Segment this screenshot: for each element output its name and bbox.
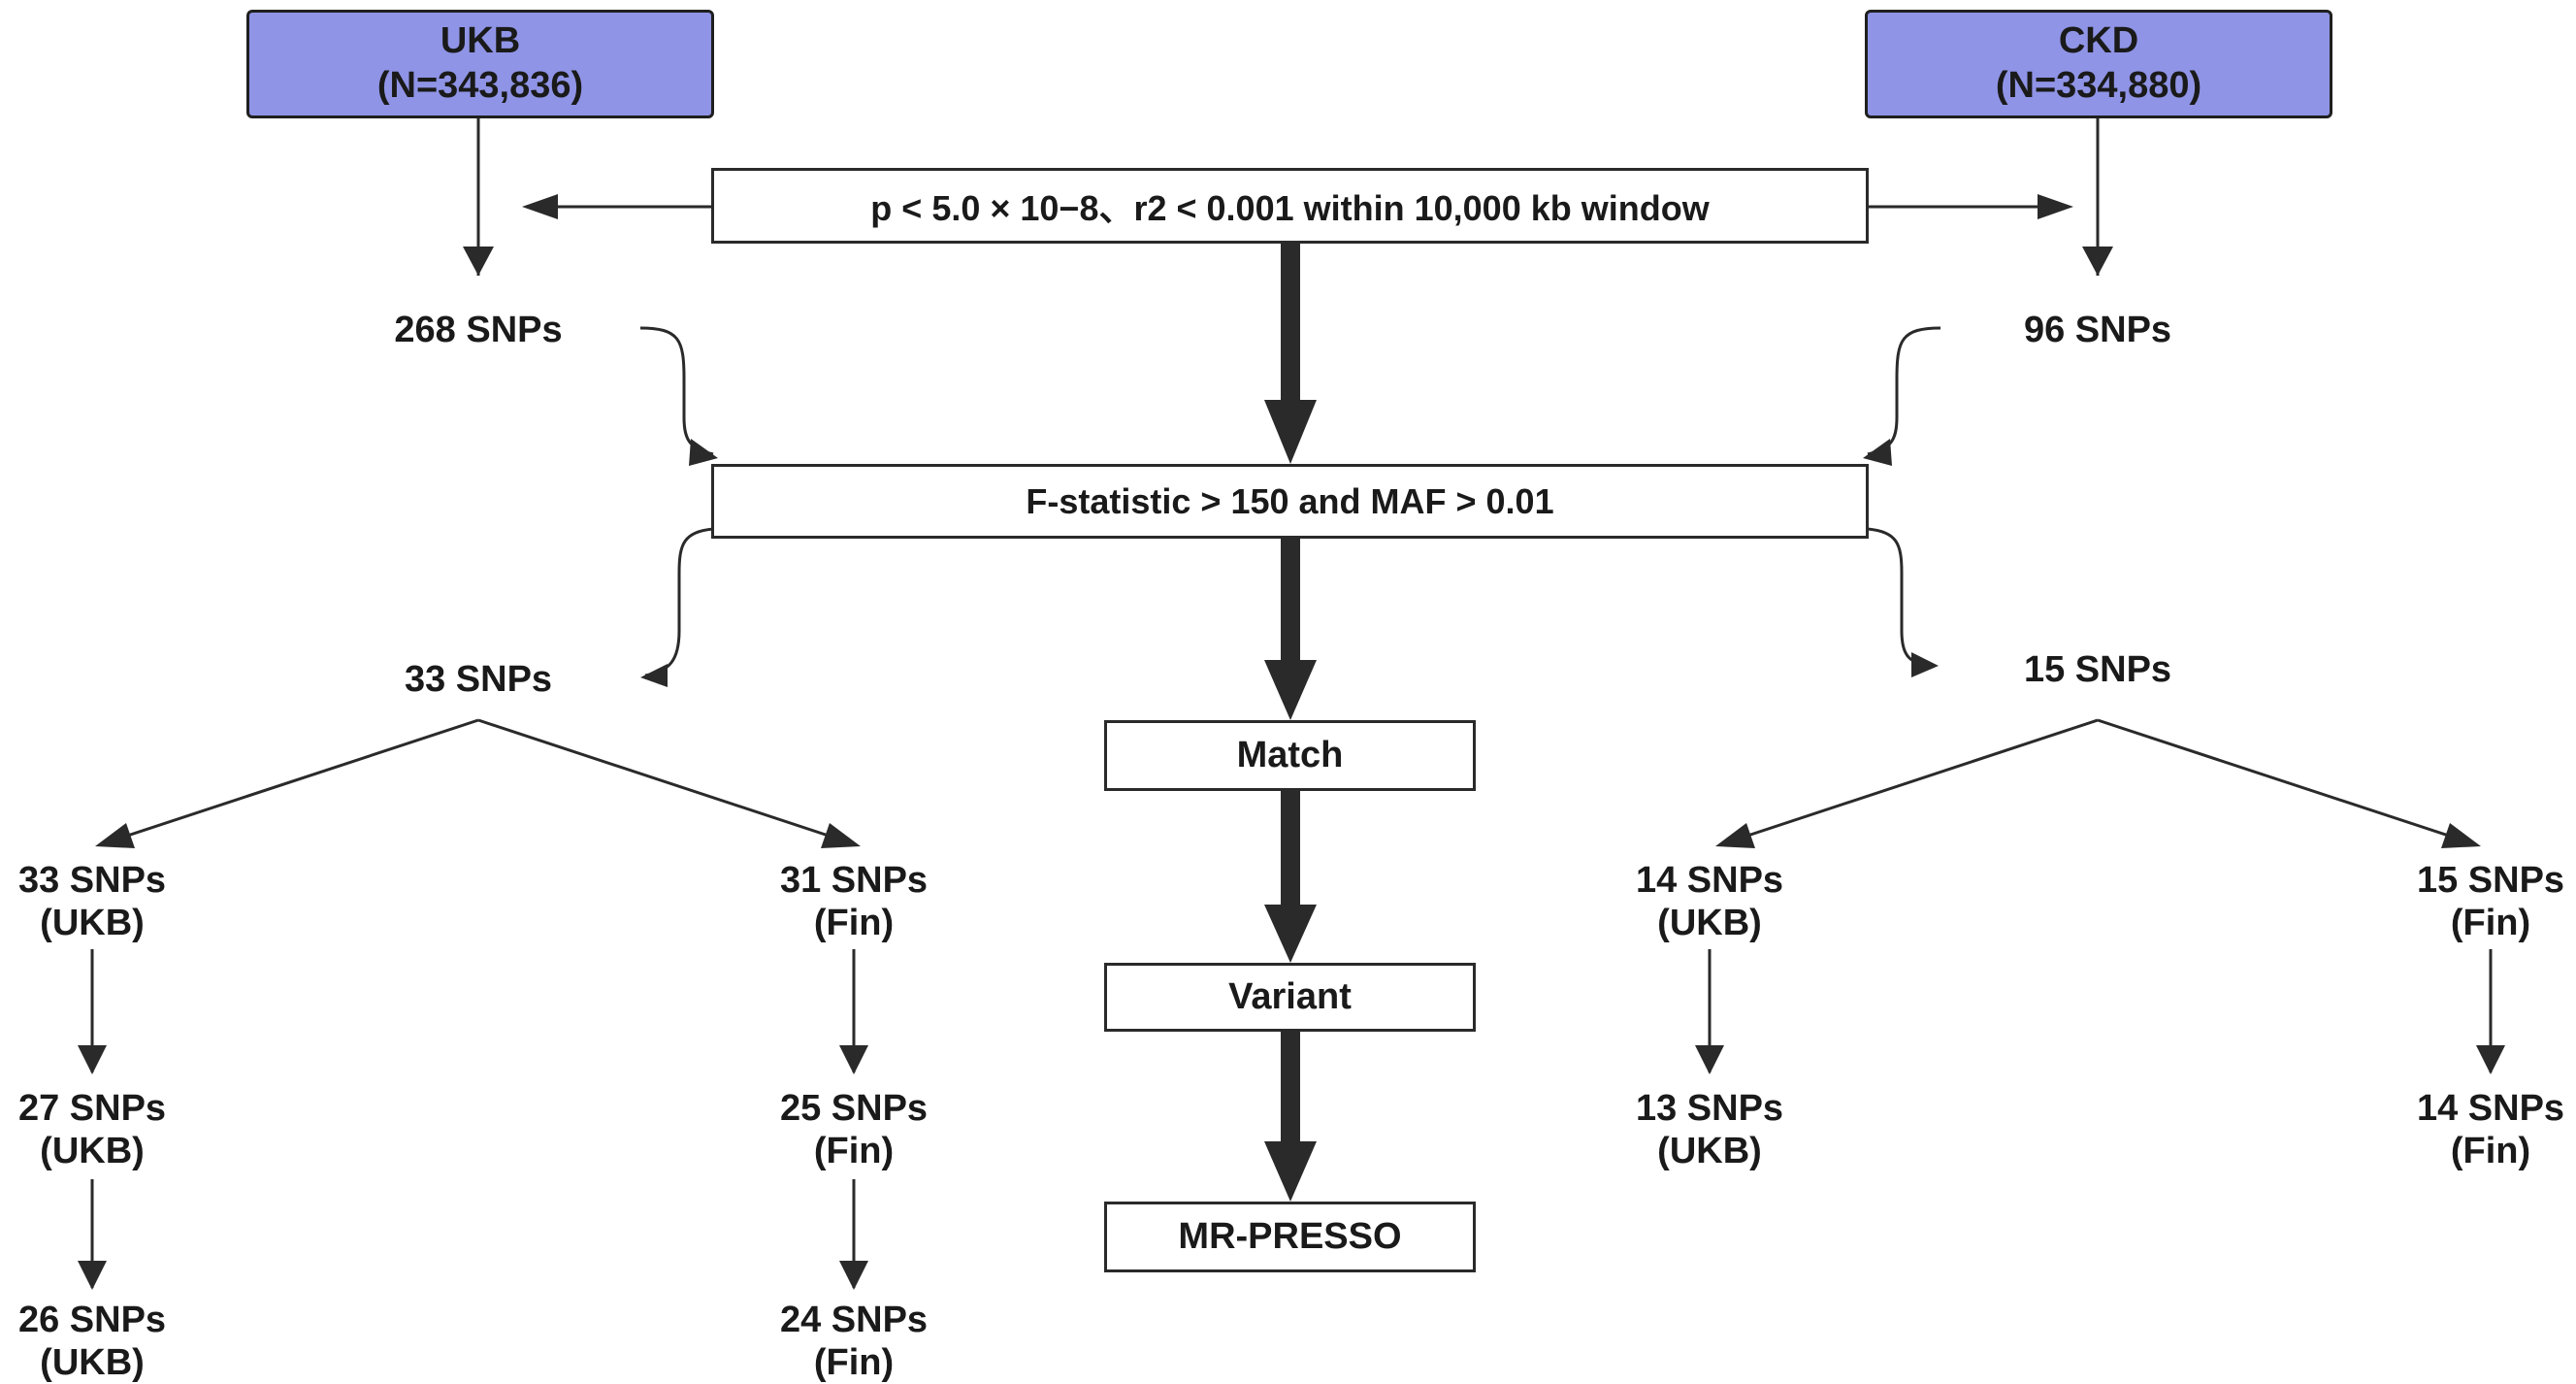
arrowhead xyxy=(1715,823,1755,848)
arrowhead xyxy=(1695,1045,1724,1074)
strength-filter-label: F-statistic > 150 and MAF > 0.01 xyxy=(1026,480,1554,521)
arrow-33-to-fin xyxy=(477,718,850,844)
match-step-box: Match xyxy=(1104,720,1476,791)
curve-96-to-filter xyxy=(1867,326,1941,456)
left-fin-step-2: 25 SNPs(Fin) xyxy=(779,1088,929,1171)
clumping-filter-label: p < 5.0 × 10−8、r2 < 0.001 within 10,000 … xyxy=(870,188,1710,228)
curve-268-to-filter xyxy=(639,326,714,456)
arrowhead xyxy=(1264,1141,1317,1202)
left-ukb-step-1: 33 SNPs(UKB) xyxy=(17,860,167,943)
strength-filter-box: F-statistic > 150 and MAF > 0.01 xyxy=(711,464,1869,539)
right-fin-step-1: 15 SNPs(Fin) xyxy=(2416,860,2565,943)
arrowhead xyxy=(78,1261,107,1290)
mrpresso-step-box: MR-PRESSO xyxy=(1104,1202,1476,1272)
ukb-source-box: UKB (N=343,836) xyxy=(246,10,714,118)
left-initial-snps: 268 SNPs xyxy=(394,310,563,350)
arrowhead xyxy=(821,823,861,848)
clumping-filter-box: p < 5.0 × 10−8、r2 < 0.001 within 10,000 … xyxy=(711,168,1869,244)
right-initial-snps: 96 SNPs xyxy=(2023,310,2172,350)
ckd-title: CKD xyxy=(2058,20,2139,62)
spine-segment xyxy=(1281,243,1300,408)
arrowhead xyxy=(1264,905,1317,963)
arrow-15-to-fin xyxy=(2097,718,2470,844)
ukb-sample-size: (N=343,836) xyxy=(376,65,584,106)
arrowhead xyxy=(2441,823,2481,848)
arrowhead xyxy=(640,664,668,687)
left-ukb-step-2: 27 SNPs(UKB) xyxy=(17,1088,167,1171)
spine-segment xyxy=(1281,1032,1300,1148)
match-step-label: Match xyxy=(1236,735,1344,775)
arrowhead xyxy=(1911,652,1939,677)
arrowhead xyxy=(522,194,558,219)
left-fin-step-1: 31 SNPs(Fin) xyxy=(779,860,929,943)
ckd-source-box: CKD (N=334,880) xyxy=(1865,10,2332,118)
right-fin-step-2: 14 SNPs(Fin) xyxy=(2416,1088,2565,1171)
curve-filter-to-33 xyxy=(644,527,714,677)
arrowhead xyxy=(78,1045,107,1074)
arrow-33-to-ukb xyxy=(106,718,479,844)
arrowhead xyxy=(689,439,718,466)
spine-segment xyxy=(1281,539,1300,665)
curve-filter-to-15 xyxy=(1867,527,1934,668)
arrowhead xyxy=(1863,439,1892,466)
arrowhead xyxy=(2038,194,2073,219)
right-ukb-step-2: 13 SNPs(UKB) xyxy=(1635,1088,1784,1171)
variant-step-box: Variant xyxy=(1104,963,1476,1032)
arrowhead xyxy=(1264,400,1317,464)
ukb-title: UKB xyxy=(440,20,521,62)
right-ukb-step-1: 14 SNPs(UKB) xyxy=(1635,860,1784,943)
arrowhead xyxy=(95,823,135,848)
mrpresso-step-label: MR-PRESSO xyxy=(1178,1216,1402,1257)
arrowhead xyxy=(1264,660,1317,720)
arrowhead xyxy=(463,247,494,276)
arrowhead xyxy=(839,1261,868,1290)
left-fin-step-3: 24 SNPs(Fin) xyxy=(779,1300,929,1383)
spine-segment xyxy=(1281,791,1300,912)
arrowhead xyxy=(2476,1045,2505,1074)
variant-step-label: Variant xyxy=(1228,976,1352,1017)
arrow-15-to-ukb xyxy=(1726,718,2099,844)
arrowhead xyxy=(839,1045,868,1074)
left-filtered-snps: 33 SNPs xyxy=(404,659,553,700)
right-filtered-snps: 15 SNPs xyxy=(2023,649,2172,690)
left-ukb-step-3: 26 SNPs(UKB) xyxy=(17,1300,167,1383)
arrowhead xyxy=(2082,247,2113,276)
ckd-sample-size: (N=334,880) xyxy=(1995,65,2202,106)
